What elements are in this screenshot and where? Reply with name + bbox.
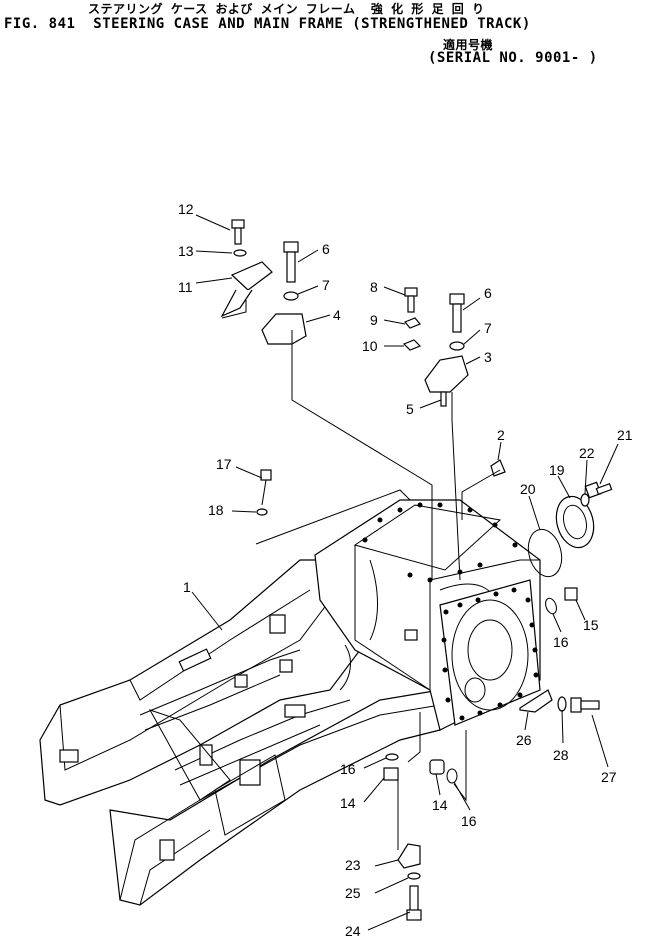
callout-4: 4 [333, 307, 341, 323]
callout-19: 19 [549, 462, 565, 478]
callout-6b: 6 [484, 285, 492, 301]
callout-7: 7 [322, 277, 330, 293]
callout-16b: 16 [340, 761, 356, 777]
callout-26: 26 [516, 732, 532, 748]
callout-18: 18 [208, 502, 224, 518]
callout-6: 6 [322, 241, 330, 257]
callout-16c: 16 [461, 813, 477, 829]
callout-8: 8 [370, 279, 378, 295]
callout-3: 3 [484, 349, 492, 365]
callout-24: 24 [345, 923, 361, 939]
callout-10: 10 [362, 338, 378, 354]
steering-case-drawing [314, 499, 541, 731]
serial-number: (SERIAL NO. 9001- ) [428, 50, 598, 66]
callout-9: 9 [370, 312, 378, 328]
applicable-serial-label-jp: 適用号機 [443, 38, 494, 52]
callout-16a: 16 [553, 634, 569, 650]
callout-5: 5 [406, 401, 414, 417]
callout-25: 25 [345, 885, 361, 901]
leader-lines [191, 214, 619, 931]
callout-11: 11 [178, 279, 193, 295]
callout-1: 1 [183, 579, 191, 595]
callout-2: 2 [497, 427, 505, 443]
callout-14b: 14 [432, 797, 448, 813]
callout-28: 28 [553, 747, 569, 763]
figure-title: FIG. 841 STEERING CASE AND MAIN FRAME (S… [4, 16, 531, 32]
callout-17: 17 [216, 456, 232, 472]
callout-labels: 12 13 11 6 7 4 8 9 10 6 7 3 5 2 21 22 19… [178, 201, 633, 939]
exploded-components [220, 219, 613, 921]
callout-23: 23 [345, 857, 361, 873]
callout-27: 27 [601, 769, 617, 785]
callout-12: 12 [178, 201, 194, 217]
callout-14a: 14 [340, 795, 356, 811]
title-japanese: ステアリング ケース および メイン フレーム 強 化 形 足 回 り [88, 2, 485, 16]
callout-20: 20 [520, 481, 536, 497]
callout-22: 22 [579, 445, 595, 461]
callout-21: 21 [617, 427, 633, 443]
callout-15: 15 [583, 617, 599, 633]
callout-7b: 7 [484, 320, 492, 336]
callout-13: 13 [178, 243, 194, 259]
main-frame-drawing [39, 559, 441, 906]
